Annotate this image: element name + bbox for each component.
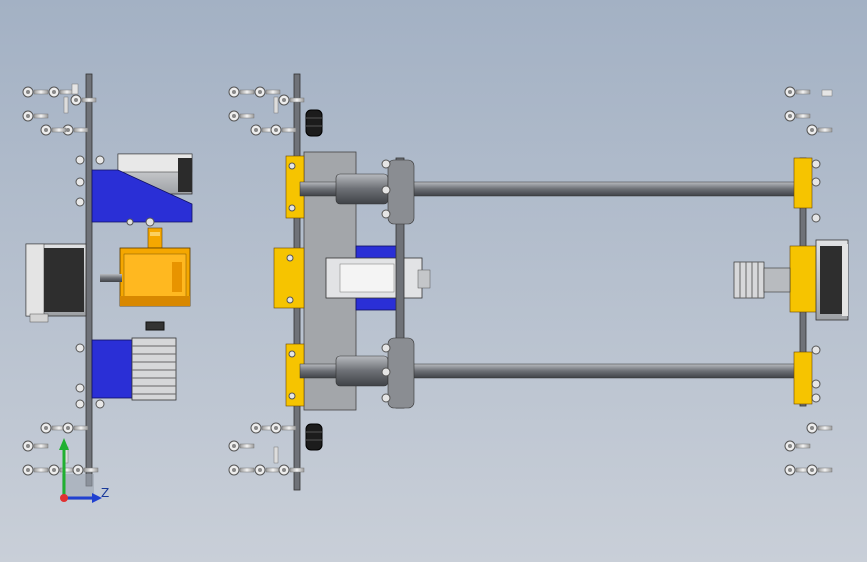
right-stepper-motor[interactable] bbox=[815, 239, 849, 321]
orange-gearbox[interactable] bbox=[100, 247, 191, 307]
yellow-bracket-middle[interactable] bbox=[273, 247, 305, 309]
center-blue-motor[interactable] bbox=[325, 245, 431, 311]
yellow-bracket-right[interactable] bbox=[789, 157, 819, 405]
lower-blue-motor[interactable] bbox=[91, 337, 177, 401]
spring-coupler bbox=[145, 321, 165, 331]
left-stepper-motor[interactable] bbox=[25, 243, 87, 323]
z-axis-label: Z bbox=[101, 486, 110, 500]
upper-stepper-motor[interactable] bbox=[91, 153, 193, 227]
bolt-cluster-top-right[interactable] bbox=[784, 86, 833, 136]
flange-plate[interactable] bbox=[381, 157, 415, 409]
adjust-knob-top[interactable] bbox=[305, 109, 323, 137]
bolt-cluster-top-center[interactable] bbox=[228, 86, 305, 136]
top-side-view[interactable] bbox=[228, 73, 849, 491]
plate-screws-left bbox=[75, 155, 105, 409]
yellow-bracket-lower[interactable] bbox=[285, 343, 305, 407]
left-plate[interactable] bbox=[85, 73, 93, 487]
bolt-cluster-bottom-center[interactable] bbox=[228, 422, 305, 476]
bolt-cluster-top-left[interactable] bbox=[22, 83, 97, 136]
plate-screws-right bbox=[811, 159, 821, 403]
vertical-coupler[interactable] bbox=[147, 227, 163, 249]
coordinate-triad bbox=[59, 438, 102, 503]
shaft-coupling[interactable] bbox=[733, 261, 791, 299]
x-axis-dot bbox=[60, 494, 68, 502]
left-side-view[interactable] bbox=[22, 73, 193, 487]
guide-rod-lower[interactable] bbox=[299, 355, 801, 387]
adjust-knob-bottom[interactable] bbox=[305, 423, 323, 451]
bolt-cluster-bottom-right[interactable] bbox=[784, 422, 833, 476]
yellow-bracket-upper[interactable] bbox=[285, 155, 305, 219]
guide-rod-upper[interactable] bbox=[299, 173, 801, 205]
